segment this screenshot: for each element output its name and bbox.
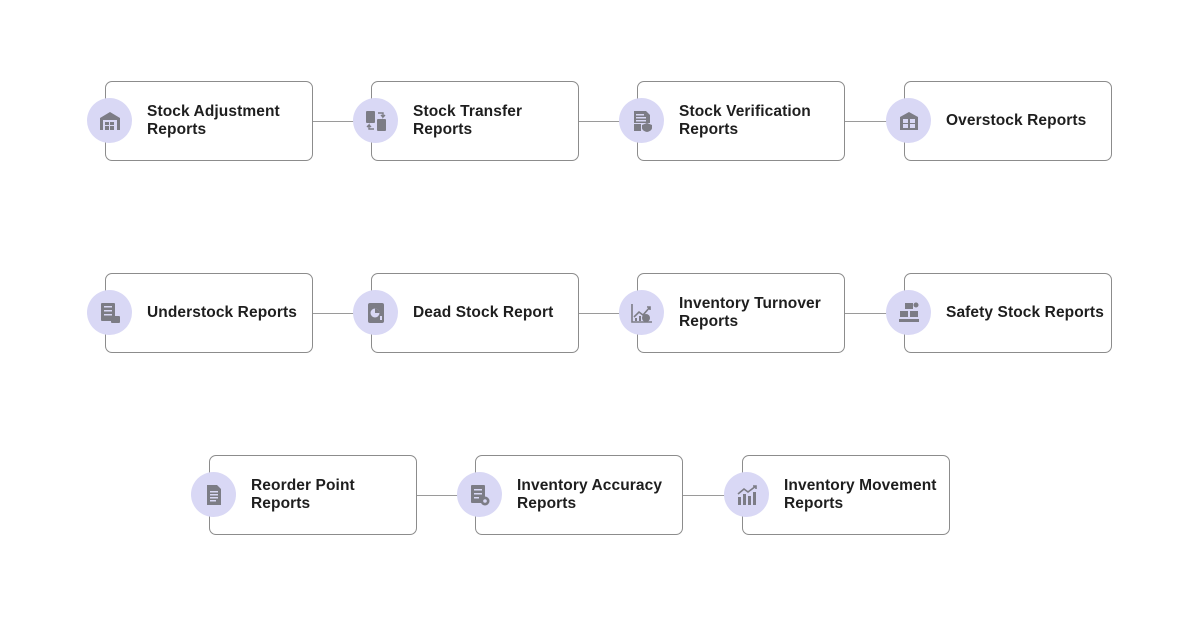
document-icon-badge bbox=[191, 472, 236, 517]
report-card-dead-stock: Dead Stock Report bbox=[353, 273, 579, 353]
report-label: Dead Stock Report bbox=[413, 304, 554, 321]
connector-line bbox=[845, 313, 904, 314]
pie-report-icon bbox=[367, 302, 384, 323]
stacked-boxes-icon bbox=[899, 111, 918, 130]
report-label: Stock Adjustment Reports bbox=[147, 103, 280, 138]
transfer-documents-icon bbox=[365, 110, 386, 131]
report-label: Understock Reports bbox=[147, 304, 297, 321]
stacked-boxes-icon-badge bbox=[886, 98, 931, 143]
report-card-reorder-point: Reorder Point Reports bbox=[191, 455, 417, 535]
report-label: Stock Verification Reports bbox=[679, 103, 811, 138]
verified-document-icon bbox=[633, 110, 652, 132]
report-card-overstock: Overstock Reports bbox=[886, 81, 1112, 161]
pallet-boxes-icon-badge bbox=[886, 290, 931, 335]
report-card-stock-adjustment: Stock Adjustment Reports bbox=[87, 81, 313, 161]
report-label: Inventory Accuracy Reports bbox=[517, 477, 663, 512]
bar-trend-icon-badge bbox=[724, 472, 769, 517]
report-card-stock-verification: Stock Verification Reports bbox=[619, 81, 845, 161]
report-card-stock-transfer: Stock Transfer Reports bbox=[353, 81, 579, 161]
checklist-gear-icon-badge bbox=[457, 472, 502, 517]
warehouse-icon-badge bbox=[87, 98, 132, 143]
report-label: Safety Stock Reports bbox=[946, 304, 1104, 321]
connector-line bbox=[579, 313, 637, 314]
report-card-inventory-movement: Inventory Movement Reports bbox=[724, 455, 950, 535]
pie-report-icon-badge bbox=[353, 290, 398, 335]
connector-line bbox=[579, 121, 637, 122]
connector-line bbox=[683, 495, 742, 496]
warehouse-icon bbox=[99, 111, 120, 130]
connector-line bbox=[845, 121, 904, 122]
pallet-boxes-icon bbox=[898, 302, 919, 322]
document-icon bbox=[206, 484, 221, 505]
checklist-gear-icon bbox=[470, 484, 489, 505]
turnover-chart-icon bbox=[630, 303, 652, 323]
connector-line bbox=[417, 495, 475, 496]
list-box-icon-badge bbox=[87, 290, 132, 335]
verified-document-icon-badge bbox=[619, 98, 664, 143]
connector-line bbox=[313, 121, 371, 122]
report-card-understock: Understock Reports bbox=[87, 273, 313, 353]
report-card-safety-stock: Safety Stock Reports bbox=[886, 273, 1112, 353]
report-label: Stock Transfer Reports bbox=[413, 103, 523, 138]
report-label: Overstock Reports bbox=[946, 112, 1087, 129]
report-card-inventory-turnover: Inventory Turnover Reports bbox=[619, 273, 845, 353]
connector-line bbox=[313, 313, 371, 314]
report-label: Inventory Turnover Reports bbox=[679, 295, 821, 330]
report-label: Inventory Movement Reports bbox=[784, 477, 937, 512]
report-label: Reorder Point Reports bbox=[251, 477, 355, 512]
turnover-chart-icon-badge bbox=[619, 290, 664, 335]
report-card-inventory-accuracy: Inventory Accuracy Reports bbox=[457, 455, 683, 535]
list-box-icon bbox=[100, 302, 120, 323]
transfer-documents-icon-badge bbox=[353, 98, 398, 143]
bar-trend-icon bbox=[736, 484, 757, 505]
